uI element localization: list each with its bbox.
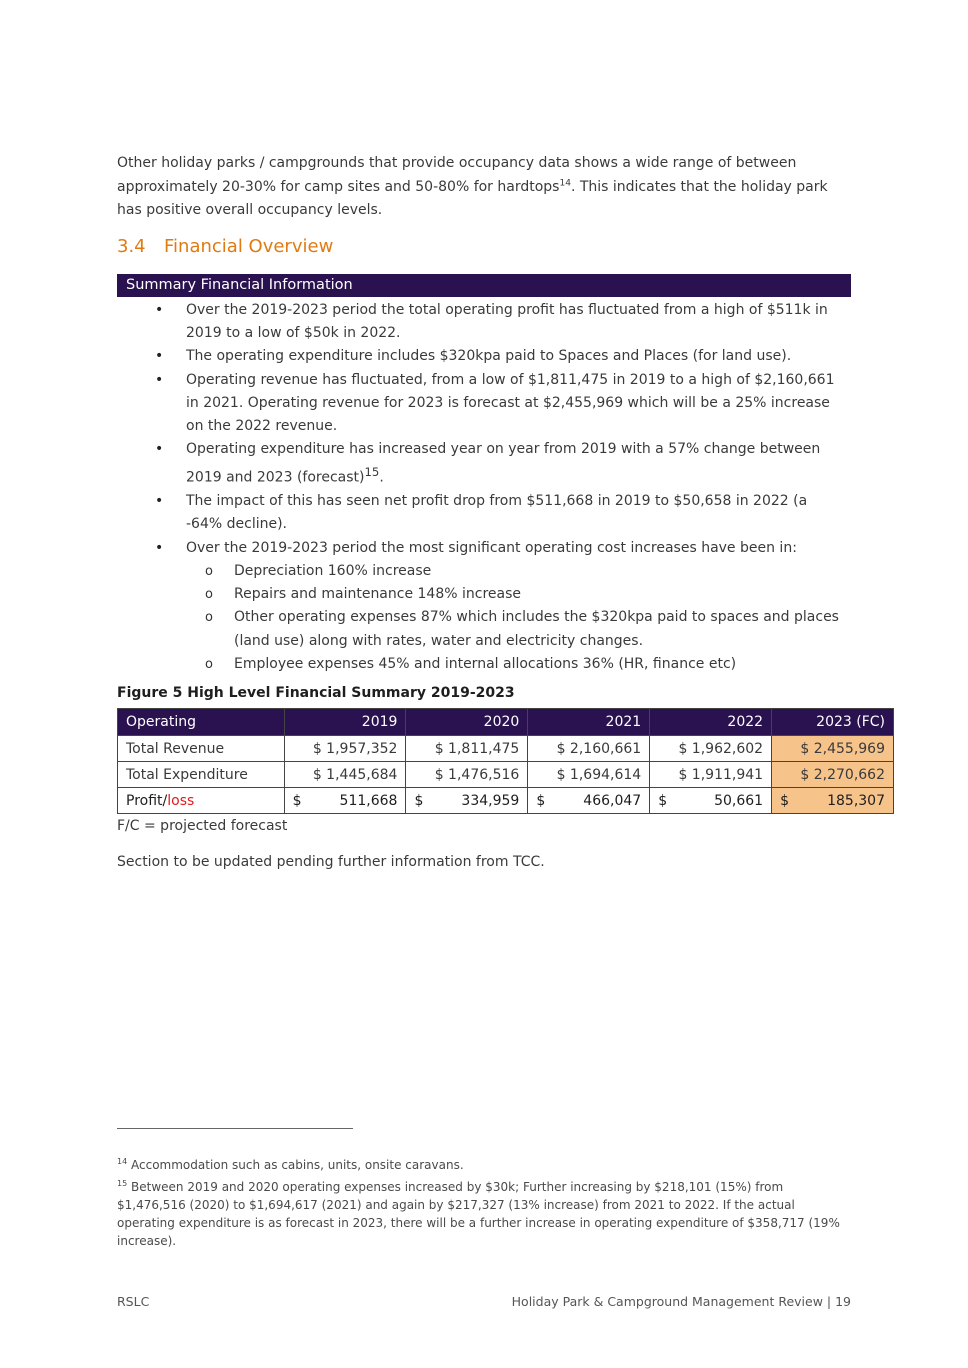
pending-note: Section to be updated pending further in… [117, 854, 545, 870]
table-cell: $ 1,957,352 [283, 735, 407, 762]
bullet-item: • Operating revenue has fluctuated, from … [117, 369, 847, 439]
footer-org: RSLC [117, 1294, 150, 1309]
table-cell: $ 1,811,475 [405, 735, 529, 762]
table-row-profit: Profit/loss $511,668 $334,959 $466,047 $… [117, 787, 894, 814]
table-cell-forecast: $ 2,455,969 [771, 735, 894, 762]
table-cell: $511,668 [283, 787, 407, 814]
section-number: 3.4 [117, 236, 146, 257]
bullet-text: Over the 2019-2023 period the total oper… [186, 302, 828, 342]
sub-bullet-item: o Depreciation 160% increase [186, 560, 847, 583]
table-cell-forecast: $ 2,270,662 [771, 761, 894, 788]
table-cell: $ 1,445,684 [283, 761, 407, 788]
cell-value: 511,668 [339, 792, 398, 809]
currency-symbol: $ [536, 792, 546, 809]
column-header: 2021 [527, 708, 651, 736]
footnotes: 14 Accommodation such as cabins, units, … [117, 1156, 852, 1254]
bullet-text-after: . [379, 470, 384, 487]
figure-caption: Figure 5 High Level Financial Summary 20… [117, 685, 515, 701]
cell-value: 334,959 [461, 792, 520, 809]
column-header: 2019 [283, 708, 407, 736]
bullet-item: • Over the 2019-2023 period the most sign… [117, 537, 847, 676]
bullet-text: The impact of this has seen net profit d… [186, 493, 808, 533]
bullet-item: • The impact of this has seen net profit … [117, 490, 847, 536]
footnote-text: Between 2019 and 2020 operating expenses… [117, 1180, 840, 1248]
loss-label: loss [167, 792, 195, 809]
footer-doc-title-page: Holiday Park & Campground Management Rev… [511, 1294, 851, 1309]
bullet-text: Over the 2019-2023 period the most signi… [186, 539, 797, 556]
footnote-text: Accommodation such as cabins, units, ons… [131, 1158, 464, 1172]
bullet-text: Operating expenditure has increased year… [186, 441, 821, 487]
table-cell: $ 1,911,941 [649, 761, 773, 788]
table-cell: $50,661 [649, 787, 773, 814]
sub-bullet-marker: o [205, 610, 213, 626]
bullet-marker: • [155, 539, 164, 556]
sub-bullet-item: o Repairs and maintenance 148% increase [186, 583, 847, 606]
footnote-number: 15 [117, 1179, 128, 1188]
currency-symbol: $ [292, 792, 302, 809]
profit-label: Profit/ [126, 792, 168, 809]
bullet-item: • Operating expenditure has increased yea… [117, 438, 847, 490]
table-cell: $334,959 [405, 787, 529, 814]
footnote-divider [117, 1128, 353, 1129]
cell-value: 466,047 [583, 792, 642, 809]
bullet-marker: • [155, 302, 164, 318]
row-label: Profit/loss [117, 787, 285, 814]
bullet-marker: • [155, 493, 164, 510]
table-row: Total Revenue $ 1,957,352 $ 1,811,475 $ … [117, 735, 894, 762]
column-header: 2022 [649, 708, 773, 736]
bullet-marker: • [155, 441, 164, 458]
column-header-forecast: 2023 (FC) [771, 708, 894, 736]
bullet-text: Operating revenue has fluctuated, from a… [186, 371, 835, 435]
sub-bullet-text: Repairs and maintenance 148% increase [234, 586, 522, 603]
bullet-marker: • [155, 348, 164, 365]
table-cell-forecast: $185,307 [771, 787, 894, 814]
intro-text-after: . This indicates that the holiday park h… [117, 178, 828, 219]
forecast-note: F/C = projected forecast [117, 818, 288, 834]
cell-value: 185,307 [827, 792, 885, 809]
row-label: Total Revenue [117, 735, 285, 762]
currency-symbol: $ [414, 792, 424, 809]
currency-symbol: $ [780, 792, 789, 809]
table-cell: $ 2,160,661 [527, 735, 651, 762]
sub-bullet-text: Employee expenses 45% and internal alloc… [234, 655, 737, 672]
section-heading: 3.4 Financial Overview [117, 236, 333, 257]
footnote-ref-15[interactable]: 15 [364, 465, 380, 480]
footnote-number: 14 [117, 1157, 128, 1166]
footnote-15: 15 Between 2019 and 2020 operating expen… [117, 1178, 852, 1250]
table-cell: $ 1,694,614 [527, 761, 651, 788]
cell-value: 50,661 [714, 792, 764, 809]
sub-bullet-marker: o [205, 656, 213, 672]
currency-symbol: $ [658, 792, 668, 809]
table-cell: $466,047 [527, 787, 651, 814]
footnote-ref-14[interactable]: 14 [559, 177, 571, 188]
column-header: Operating [117, 708, 285, 736]
financial-summary-table: Operating 2019 2020 2021 2022 2023 (FC) … [117, 708, 894, 814]
summary-header-bar: Summary Financial Information [117, 274, 851, 297]
summary-bullet-list: • Over the 2019-2023 period the total ope… [117, 299, 847, 676]
table-row: Total Expenditure $ 1,445,684 $ 1,476,51… [117, 761, 894, 788]
sub-bullet-item: o Other operating expenses 87% which incl… [186, 606, 847, 652]
table-cell: $ 1,476,516 [405, 761, 529, 788]
sub-bullet-text: Other operating expenses 87% which inclu… [234, 609, 839, 649]
sub-bullet-marker: o [205, 587, 213, 603]
intro-text: Other holiday parks / campgrounds that p… [117, 155, 797, 195]
row-label: Total Expenditure [117, 761, 285, 788]
sub-bullet-text: Depreciation 160% increase [234, 562, 432, 579]
bullet-marker: • [155, 371, 164, 388]
intro-paragraph: Other holiday parks / campgrounds that p… [117, 152, 842, 223]
table-header-row: Operating 2019 2020 2021 2022 2023 (FC) [117, 708, 894, 736]
footnote-14: 14 Accommodation such as cabins, units, … [117, 1156, 852, 1174]
bullet-item: • Over the 2019-2023 period the total ope… [117, 299, 847, 345]
column-header: 2020 [405, 708, 529, 736]
table-cell: $ 1,962,602 [649, 735, 773, 762]
sub-bullet-item: o Employee expenses 45% and internal allo… [186, 653, 847, 676]
bullet-item: • The operating expenditure includes $320… [117, 345, 847, 368]
sub-bullet-marker: o [205, 563, 213, 579]
bullet-text: The operating expenditure includes $320k… [186, 348, 792, 365]
section-title: Financial Overview [164, 236, 334, 257]
